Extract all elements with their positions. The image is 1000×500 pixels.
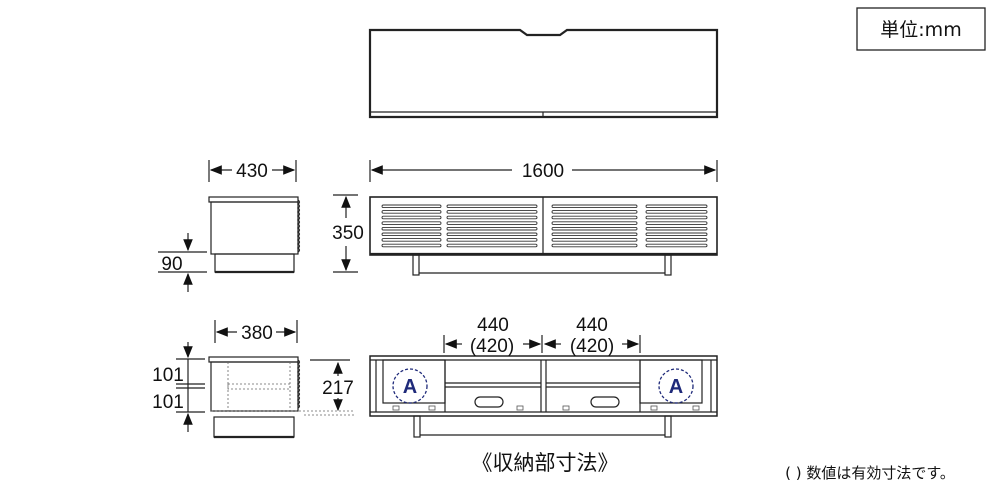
louver-slot (645, 232, 708, 237)
base-height-label: 90 (161, 254, 182, 275)
svg-text:A: A (403, 376, 417, 398)
drawer-effective-1: (420) (470, 336, 514, 357)
footnote: ( ) 数値は有効寸法です。 (785, 464, 955, 482)
shelf-height-1-label: 101 (152, 365, 184, 386)
louver-slot (551, 238, 638, 242)
svg-text:A: A (669, 376, 683, 398)
unit-box: 単位:mm (856, 7, 986, 51)
louver-slot (381, 221, 442, 225)
width-dimension: 1600 (369, 160, 718, 182)
louver-slot (381, 243, 442, 248)
louver-slot (381, 204, 442, 209)
louver-slot (645, 215, 708, 220)
louver-slot (381, 232, 442, 237)
louver-slot (381, 210, 442, 214)
side-view: 430 90 (158, 160, 301, 292)
louver-slot (645, 243, 708, 248)
louver-slot (645, 238, 708, 242)
louver-slot (446, 226, 538, 231)
louver-slot (551, 243, 638, 248)
louver-slot (645, 210, 708, 214)
louver-slot (551, 210, 638, 214)
inner-height-label: 217 (322, 378, 354, 399)
drawer-width-2: 440 (576, 315, 608, 336)
louver-slot (551, 204, 638, 209)
louver-slot (645, 221, 708, 225)
height-dimension: 350 (332, 194, 364, 273)
louver-slot (446, 243, 538, 248)
height-label: 350 (332, 223, 364, 244)
louver-slot (446, 221, 538, 225)
louver-slot (645, 204, 708, 209)
drawer-dimensions: 440 (420) 440 (420) (443, 315, 641, 357)
inner-depth-label: 380 (241, 323, 273, 344)
louver-slot (381, 238, 442, 242)
drawer-effective-2: (420) (570, 336, 614, 357)
louver-slot (381, 215, 442, 220)
louver-slot (446, 204, 538, 209)
marker-a-left: A (392, 368, 428, 404)
marker-a-right: A (658, 368, 694, 404)
drawer-width-1: 440 (477, 315, 509, 336)
louver-slot (645, 226, 708, 231)
depth-label: 430 (236, 161, 268, 182)
storage-side-view: 380 101 101 217 (152, 320, 354, 439)
top-view (368, 28, 719, 119)
front-view (369, 196, 718, 276)
width-label: 1600 (522, 161, 564, 182)
louver-slot (551, 215, 638, 220)
storage-front-view: A A (369, 355, 718, 438)
shelf-height-2-label: 101 (152, 392, 184, 413)
louver-slot (551, 232, 638, 237)
louver-slot (551, 226, 638, 231)
section-title: 《収納部寸法》 (472, 451, 619, 475)
louver-slot (446, 238, 538, 242)
louver-slot (446, 232, 538, 237)
unit-label: 単位:mm (880, 19, 961, 41)
louver-slots (381, 204, 708, 248)
louver-slot (446, 210, 538, 214)
louver-slot (551, 221, 638, 225)
louver-slot (381, 226, 442, 231)
louver-slot (446, 215, 538, 220)
